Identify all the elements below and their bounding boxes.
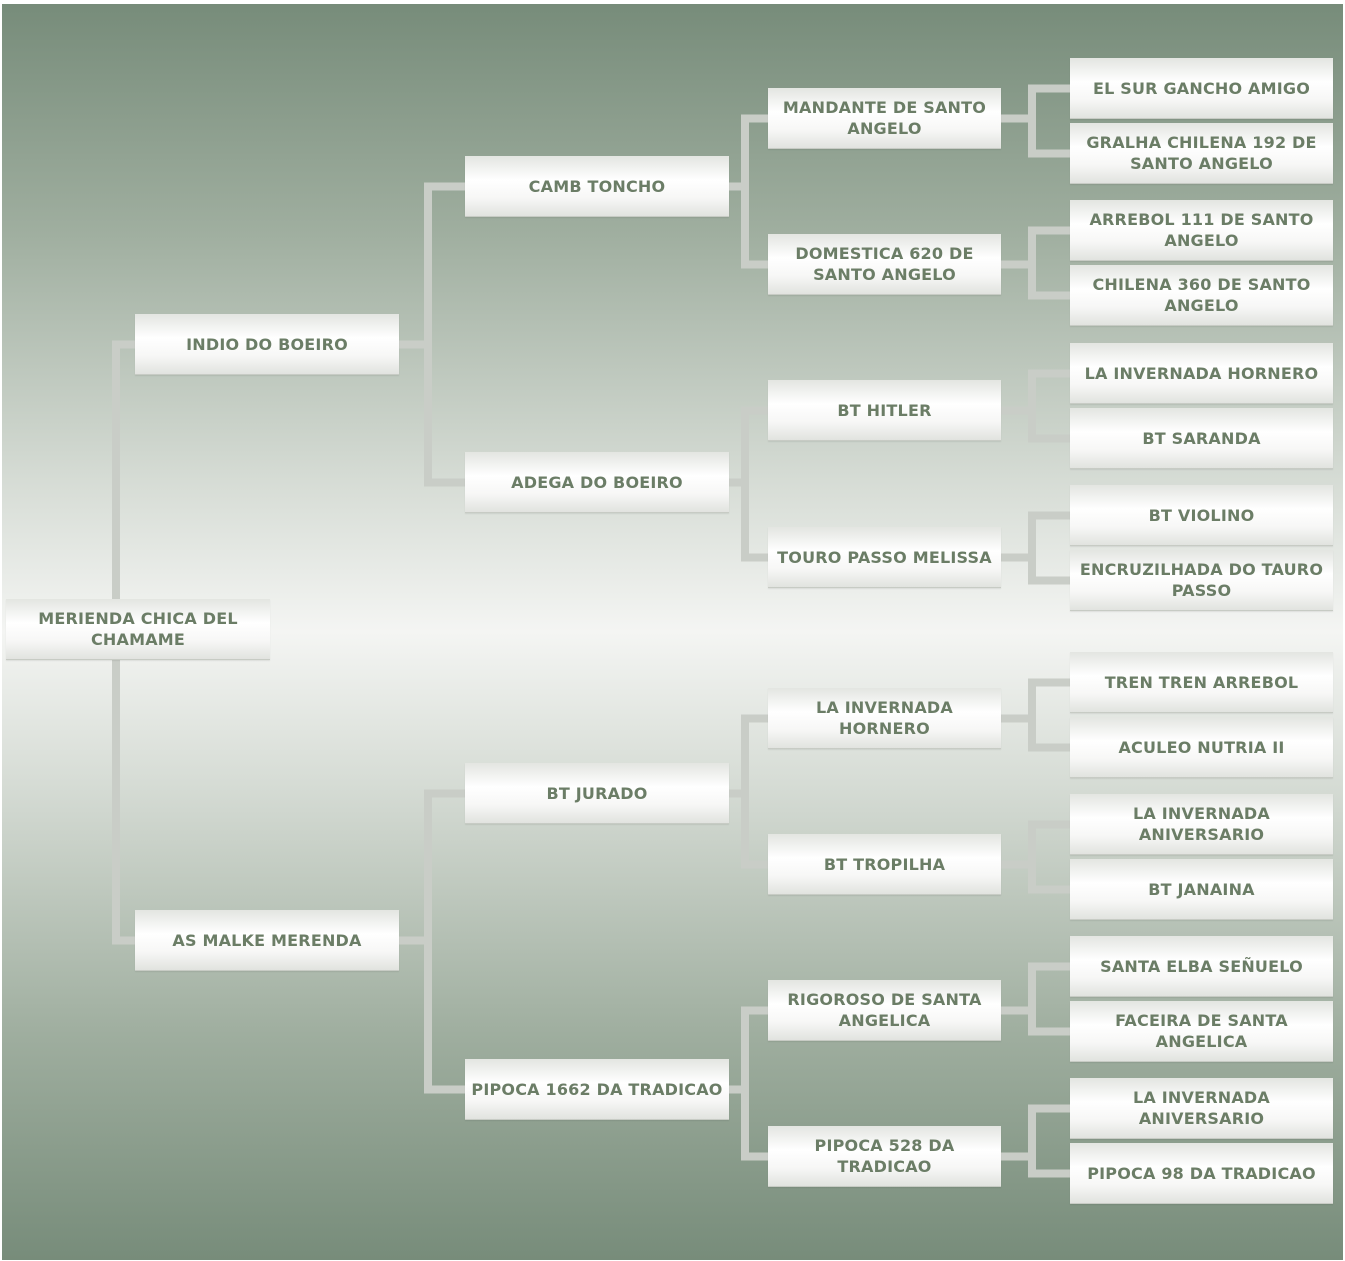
node-ds-dam-name: BT TROPILHA: [823, 854, 946, 874]
node-ds-sire[interactable]: LA INVERNADA HORNERO: [768, 688, 1001, 749]
node-ssd-dam[interactable]: CHILENA 360 DE SANTO ANGELO: [1070, 265, 1333, 326]
connector-7: [1001, 84, 1070, 158]
node-dsd-sire-name: LA INVERNADA ANIVERSARIO: [1133, 804, 1270, 844]
node-sss-sire[interactable]: EL SUR GANCHO AMIGO: [1070, 58, 1333, 119]
connector-3: [729, 114, 768, 269]
node-dss-sire[interactable]: TREN TREN ARREBOL: [1070, 652, 1333, 713]
node-dam-name: AS MALKE MERENDA: [172, 930, 362, 950]
node-sdd-dam[interactable]: ENCRUZILHADA DO TAURO PASSO: [1070, 550, 1333, 611]
connector-14: [1001, 1104, 1070, 1178]
node-sire-sire-name: CAMB TONCHO: [528, 176, 666, 196]
connector-0: [112, 340, 135, 945]
node-sd-dam-name: TOURO PASSO MELISSA: [777, 547, 992, 567]
node-sdd-dam-name: ENCRUZILHADA DO TAURO PASSO: [1079, 560, 1324, 600]
node-sire[interactable]: INDIO DO BOEIRO: [135, 314, 399, 375]
node-sss-sire-name: EL SUR GANCHO AMIGO: [1092, 78, 1311, 98]
node-dam-dam-name: PIPOCA 1662 DA TRADICAO: [471, 1079, 723, 1099]
node-dam-dam[interactable]: PIPOCA 1662 DA TRADICAO: [465, 1059, 729, 1120]
node-dds-dam-name: FACEIRA DE SANTA ANGELICA: [1115, 1011, 1288, 1051]
node-ddd-dam[interactable]: PIPOCA 98 DA TRADICAO: [1070, 1143, 1333, 1204]
node-sss-dam[interactable]: GRALHA CHILENA 192 DE SANTO ANGELO: [1070, 123, 1333, 184]
node-sdd-sire-name: BT VIOLINO: [1148, 505, 1255, 525]
node-dd-dam[interactable]: PIPOCA 528 DA TRADICAO: [768, 1126, 1001, 1187]
connector-12: [1001, 820, 1070, 894]
node-dd-sire[interactable]: RIGOROSO DE SANTA ANGELICA: [768, 980, 1001, 1041]
node-ssd-sire[interactable]: ARREBOL 111 DE SANTO ANGELO: [1070, 200, 1333, 261]
node-ssd-sire-name: ARREBOL 111 DE SANTO ANGELO: [1089, 210, 1314, 250]
node-sd-dam[interactable]: TOURO PASSO MELISSA: [768, 527, 1001, 588]
pedigree-tree: MERIENDA CHICA DEL CHAMAME INDIO DO BOEI…: [2, 4, 1343, 1260]
node-dds-dam[interactable]: FACEIRA DE SANTA ANGELICA: [1070, 1001, 1333, 1062]
node-sds-dam[interactable]: BT SARANDA: [1070, 408, 1333, 469]
node-dss-dam[interactable]: ACULEO NUTRIA II: [1070, 717, 1333, 778]
node-dam[interactable]: AS MALKE MERENDA: [135, 910, 399, 971]
node-ss-dam[interactable]: DOMESTICA 620 DE SANTO ANGELO: [768, 234, 1001, 295]
connector-5: [729, 714, 768, 869]
node-ss-dam-name: DOMESTICA 620 DE SANTO ANGELO: [795, 244, 974, 284]
node-subject[interactable]: MERIENDA CHICA DEL CHAMAME: [6, 599, 270, 660]
node-sds-sire-name: LA INVERNADA HORNERO: [1084, 363, 1319, 383]
node-sire-name: INDIO DO BOEIRO: [186, 334, 348, 354]
node-ss-sire-name: MANDANTE DE SANTO ANGELO: [782, 98, 987, 138]
connector-6: [729, 1006, 768, 1161]
node-sds-sire[interactable]: LA INVERNADA HORNERO: [1070, 343, 1333, 404]
node-sire-dam-name: ADEGA DO BOEIRO: [511, 472, 683, 492]
connector-4: [729, 406, 768, 562]
node-subject-name: MERIENDA CHICA DEL CHAMAME: [38, 609, 238, 649]
node-dam-sire-name: BT JURADO: [546, 783, 648, 803]
node-dd-dam-name: PIPOCA 528 DA TRADICAO: [814, 1136, 955, 1176]
node-dam-sire[interactable]: BT JURADO: [465, 763, 729, 824]
connector-8: [1001, 226, 1070, 300]
node-dsd-dam[interactable]: BT JANAINA: [1070, 859, 1333, 920]
node-dss-dam-name: ACULEO NUTRIA II: [1118, 737, 1285, 757]
node-sds-dam-name: BT SARANDA: [1142, 428, 1261, 448]
node-sd-sire[interactable]: BT HITLER: [768, 380, 1001, 441]
node-sire-dam[interactable]: ADEGA DO BOEIRO: [465, 452, 729, 513]
node-ddd-dam-name: PIPOCA 98 DA TRADICAO: [1087, 1163, 1316, 1183]
node-ss-sire[interactable]: MANDANTE DE SANTO ANGELO: [768, 88, 1001, 149]
node-sdd-sire[interactable]: BT VIOLINO: [1070, 485, 1333, 546]
connector-11: [1001, 678, 1070, 752]
node-dsd-sire[interactable]: LA INVERNADA ANIVERSARIO: [1070, 794, 1333, 855]
node-ssd-dam-name: CHILENA 360 DE SANTO ANGELO: [1092, 275, 1311, 315]
node-dds-sire[interactable]: SANTA ELBA SEÑUELO: [1070, 936, 1333, 997]
node-ddd-sire[interactable]: LA INVERNADA ANIVERSARIO: [1070, 1078, 1333, 1139]
connector-13: [1001, 962, 1070, 1036]
connector-2: [399, 789, 465, 1094]
connector-1: [399, 182, 465, 487]
node-ddd-sire-name: LA INVERNADA ANIVERSARIO: [1133, 1088, 1270, 1128]
node-dds-sire-name: SANTA ELBA SEÑUELO: [1100, 956, 1303, 976]
node-dsd-dam-name: BT JANAINA: [1148, 879, 1255, 899]
node-sd-sire-name: BT HITLER: [837, 400, 932, 420]
pedigree-connectors: [112, 84, 1070, 1178]
connector-10: [1001, 511, 1070, 585]
node-sss-dam-name: GRALHA CHILENA 192 DE SANTO ANGELO: [1086, 133, 1317, 173]
node-sire-sire[interactable]: CAMB TONCHO: [465, 156, 729, 217]
node-ds-sire-name: LA INVERNADA HORNERO: [816, 698, 953, 738]
node-ds-dam[interactable]: BT TROPILHA: [768, 834, 1001, 895]
node-dd-sire-name: RIGOROSO DE SANTA ANGELICA: [787, 990, 982, 1030]
connector-9: [1001, 369, 1070, 443]
node-dss-sire-name: TREN TREN ARREBOL: [1104, 672, 1299, 692]
